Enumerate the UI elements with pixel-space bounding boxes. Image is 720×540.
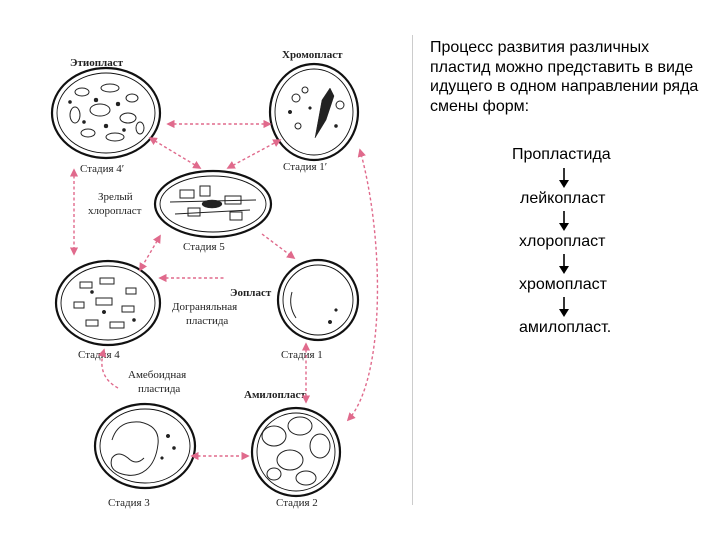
amoeboid-plastid-label-2: пластида [138,383,180,395]
chain-step-chloroplast: хлоропласт [519,233,606,250]
stage-3-label: Стадия 3 [108,497,150,509]
chain-step-proplastid: Пропластида [512,146,611,163]
thylakoid-grana [169,185,257,221]
intro-paragraph: Процесс развития различных пластид можно… [430,39,699,115]
stage-1-prime-label: Стадия 1ʹ [283,161,327,173]
granal-plastid-label-1: Дограняльная [172,301,237,313]
chromoplast-cell [268,62,360,162]
chloroplast-cell [153,169,273,239]
stage-4-prime-label: Стадия 4ʹ [80,163,124,175]
chromoplast-label: Хромопласт [282,49,343,61]
text-panel: Процесс развития различных пластид можно… [430,38,710,336]
etioplast-label: Этиопласт [70,57,124,69]
stage-1-label: Стадия 1 [281,349,323,361]
chain-arrow-2 [559,211,569,231]
chain-arrow-1 [559,168,569,188]
divider-line [412,35,413,505]
chain-step-chromoplast: хромопласт [519,276,607,293]
arrow-amoeboid-granal [98,348,119,389]
amyloplast-cell [250,406,342,498]
arrow-chloroplast-chromoplast [226,139,282,169]
chain-step-amyloplast: амилопласт. [519,319,612,336]
stage-4-label: Стадия 4 [78,349,120,361]
stage-2-label: Стадия 2 [276,497,318,509]
arrow-chloroplast-eoplast [261,233,296,260]
eoplast-cell [276,258,360,342]
granal-plastid-cell [54,259,162,347]
etioplast-granules [68,83,145,142]
mature-chloroplast-label-1: Зрелый [98,191,133,203]
arrow-etioplast-chloroplast [148,137,202,169]
eoplast-label: Эопласт [230,287,272,299]
amyloplast-label: Амилопласт [244,389,306,401]
mature-chloroplast-label-2: хлоропласт [88,205,142,217]
arrow-chloroplast-granal [139,234,161,272]
chain-step-leucoplast: лейкопласт [520,190,606,207]
amoeboid-plastid-label-1: Амебоидная [128,369,186,381]
chain-arrow-3 [559,254,569,274]
arrow-amyloplast-chromoplast [346,148,379,422]
amoeboid-plastid-cell [93,402,197,490]
stage-5-label: Стадия 5 [183,241,225,253]
transition-arrows [69,119,379,461]
granal-plastid-label-2: пластида [186,315,228,327]
chain-arrow-4 [559,297,569,317]
etioplast-cell [50,66,162,160]
